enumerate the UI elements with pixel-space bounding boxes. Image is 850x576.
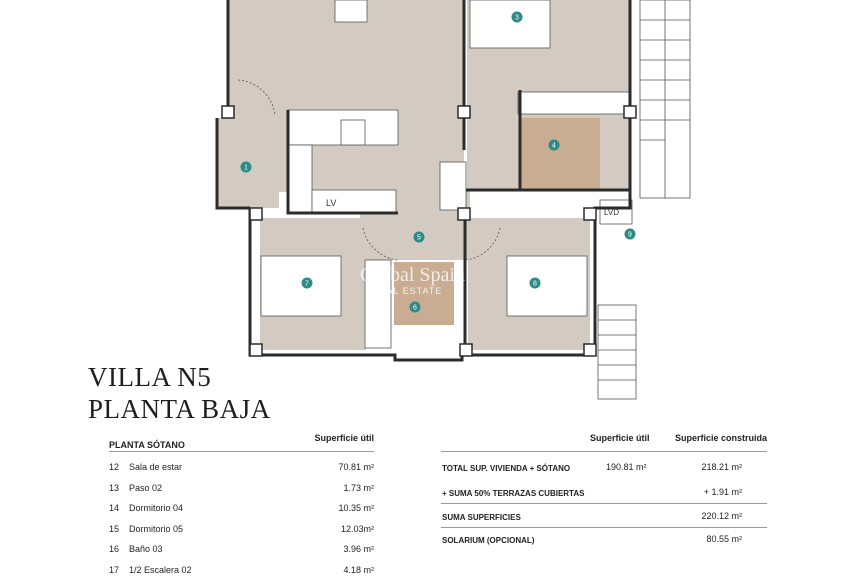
- row-name: Dormitorio 04: [129, 503, 184, 513]
- room-marker-1: 1: [240, 161, 252, 173]
- kitchen-counter-bottom: [311, 189, 397, 214]
- bed-7: [260, 255, 342, 317]
- summary-construida: + 1.91 m²: [703, 487, 742, 497]
- svg-text:6: 6: [413, 305, 417, 312]
- svg-text:9: 9: [628, 232, 632, 239]
- left-table-col-header: Superficie útil: [314, 433, 374, 443]
- corridor-closet: [439, 161, 467, 211]
- row-value: 70.81 m²: [338, 462, 374, 472]
- lv-label: LV: [326, 198, 336, 208]
- svg-text:4: 4: [552, 143, 556, 150]
- row-number: 15: [109, 523, 120, 534]
- bath-6-closet: [364, 259, 392, 349]
- row-value: 3.96 m²: [343, 544, 374, 554]
- walls: [215, 0, 632, 362]
- left-table-heading: PLANTA SÓTANO: [109, 440, 185, 450]
- room-marker-4: 4: [548, 139, 560, 151]
- row-number: 13: [109, 482, 120, 493]
- row-name: Paso 02: [129, 482, 163, 493]
- watermark-sub: REAL ESTATE: [372, 286, 443, 296]
- summary-name: SOLARIUM (OPCIONAL): [442, 536, 535, 545]
- stairs-bottom: [597, 304, 637, 400]
- row-name: Baño 03: [129, 544, 163, 554]
- cooktop: [340, 119, 366, 146]
- row-number: 17: [109, 564, 120, 575]
- bathroom-4: [520, 118, 600, 190]
- svg-text:1: 1: [244, 165, 248, 172]
- row-name: Dormitorio 05: [129, 523, 184, 534]
- row-value: 12.03m²: [340, 523, 374, 534]
- kitchen-counter-side: [287, 144, 313, 214]
- row-value: 10.35 m²: [338, 503, 374, 513]
- svg-text:3: 3: [515, 15, 519, 22]
- summary-name: SUMA SUPERFICIES: [442, 513, 521, 522]
- bed-8: [506, 255, 588, 317]
- laundry-area: [599, 199, 633, 225]
- room-marker-5: 5: [413, 231, 425, 243]
- room-marker-6: 6: [409, 301, 421, 313]
- summary-name: + SUMA 50% TERRAZAS CUBIERTAS: [442, 489, 585, 498]
- wardrobe-4: [517, 91, 631, 115]
- svg-text:7: 7: [305, 281, 309, 288]
- sofa: [334, 0, 368, 23]
- lvd-label: LVD: [604, 208, 619, 217]
- right-col-util: Superficie útil: [590, 433, 650, 443]
- row-name: Sala de estar: [129, 462, 183, 472]
- summary-name: TOTAL SUP. VIVIENDA + SÓTANO: [442, 464, 571, 473]
- room-marker-8: 8: [529, 277, 541, 289]
- floor-plan: 1 3 4 5 6 7 8 9 LV LVD: [215, 0, 691, 400]
- row-number: 16: [109, 544, 120, 554]
- svg-text:5: 5: [417, 235, 421, 242]
- summary-construida: 218.21 m²: [701, 462, 742, 472]
- floor-title: PLANTA BAJA: [88, 394, 271, 424]
- room-marker-7: 7: [301, 277, 313, 289]
- row-value: 4.18 m²: [343, 564, 374, 575]
- row-name: 1/2 Escalera 02: [129, 564, 192, 575]
- bed-3: [469, 0, 551, 49]
- row-number: 14: [109, 503, 120, 513]
- villa-title: VILLA N5: [88, 362, 212, 392]
- bathroom-6: [394, 262, 454, 325]
- summary-util: 190.81 m²: [606, 462, 647, 472]
- row-value: 1.73 m²: [343, 482, 374, 493]
- row-number: 12: [109, 462, 120, 472]
- room-marker-9: 9: [624, 228, 636, 240]
- summary-construida: 220.12 m²: [701, 511, 742, 521]
- svg-text:8: 8: [533, 281, 537, 288]
- room-marker-3: 3: [511, 11, 523, 23]
- summary-construida: 80.55 m²: [706, 534, 742, 544]
- right-col-construida: Superficie construida: [674, 433, 767, 443]
- watermark-brand: Global Spain: [360, 264, 465, 286]
